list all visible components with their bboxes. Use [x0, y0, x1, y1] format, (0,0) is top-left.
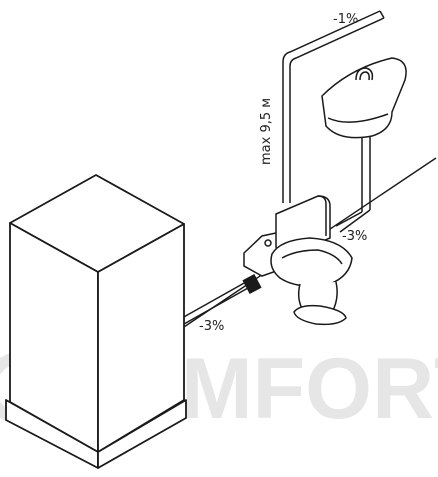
washbasin-drain [335, 209, 371, 233]
toilet [270, 195, 353, 326]
discharge-pipe [181, 273, 262, 325]
slope-label-top: -1% [333, 12, 358, 27]
slope-label-toilet: -3% [342, 229, 367, 244]
washbasin [321, 57, 407, 212]
slope-label-pipe: -3% [199, 319, 224, 334]
collection-tank [5, 174, 187, 469]
vent-pipe [282, 10, 385, 203]
riser-height-label: max 9,5 м [259, 98, 274, 165]
